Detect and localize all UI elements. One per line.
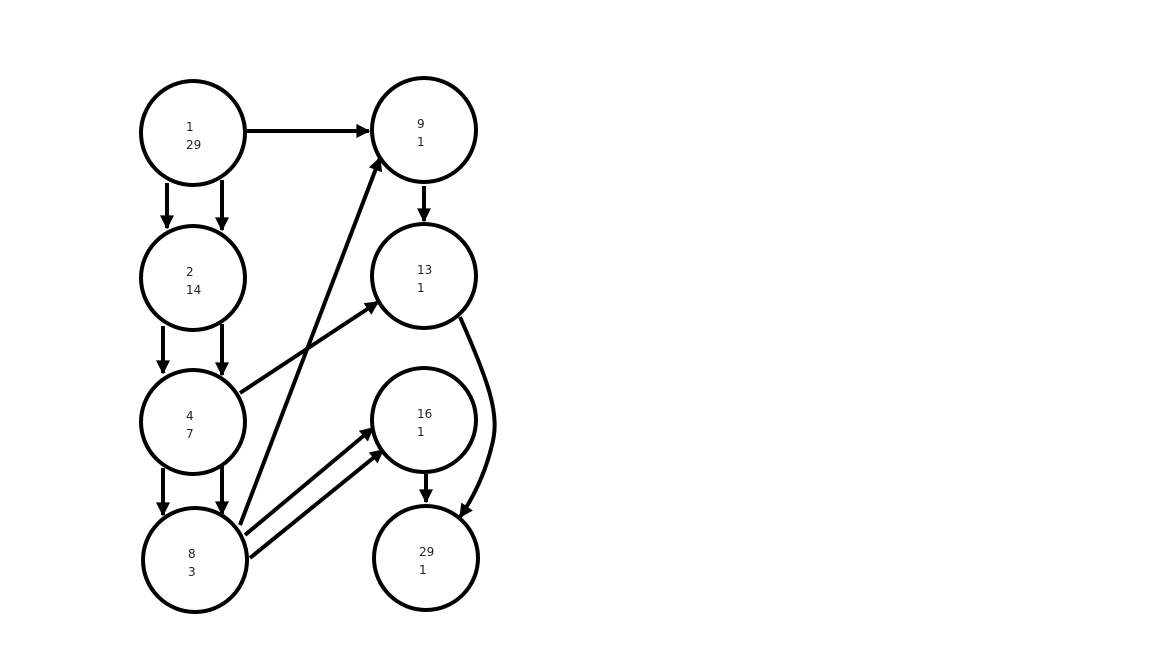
node-circle bbox=[370, 76, 478, 184]
node-2[interactable]: 214 bbox=[139, 224, 247, 332]
node-label: 2 bbox=[186, 265, 194, 279]
node-circle bbox=[139, 368, 247, 476]
node-9[interactable]: 91 bbox=[370, 76, 478, 184]
node-label: 29 bbox=[419, 545, 434, 559]
edges bbox=[156, 124, 497, 560]
node-circle bbox=[370, 222, 478, 330]
node-29[interactable]: 291 bbox=[372, 504, 480, 612]
node-value: 14 bbox=[186, 283, 201, 297]
node-value: 1 bbox=[417, 135, 425, 149]
edge-8-to-16 bbox=[243, 426, 375, 537]
node-circle bbox=[139, 224, 247, 332]
node-label: 16 bbox=[417, 407, 432, 421]
node-value: 29 bbox=[186, 138, 201, 152]
node-circle bbox=[139, 79, 247, 187]
node-label: 13 bbox=[417, 263, 432, 277]
node-label: 1 bbox=[186, 120, 194, 134]
edge-8-to-9 bbox=[238, 156, 383, 526]
node-value: 1 bbox=[417, 281, 425, 295]
node-value: 1 bbox=[417, 425, 425, 439]
node-circle bbox=[141, 506, 249, 614]
node-1[interactable]: 129 bbox=[139, 79, 247, 187]
edge-4-to-13 bbox=[238, 300, 380, 395]
node-4[interactable]: 47 bbox=[139, 368, 247, 476]
node-label: 8 bbox=[188, 547, 196, 561]
node-circle bbox=[370, 366, 478, 474]
edge-13-to-29 bbox=[458, 316, 497, 519]
node-label: 4 bbox=[186, 409, 194, 423]
node-value: 3 bbox=[188, 565, 196, 579]
node-circle bbox=[372, 504, 480, 612]
node-13[interactable]: 131 bbox=[370, 222, 478, 330]
node-value: 1 bbox=[419, 563, 427, 577]
node-16[interactable]: 161 bbox=[370, 366, 478, 474]
node-value: 7 bbox=[186, 427, 194, 441]
edge-8-to-16 bbox=[248, 448, 385, 560]
node-label: 9 bbox=[417, 117, 425, 131]
node-8[interactable]: 83 bbox=[141, 506, 249, 614]
